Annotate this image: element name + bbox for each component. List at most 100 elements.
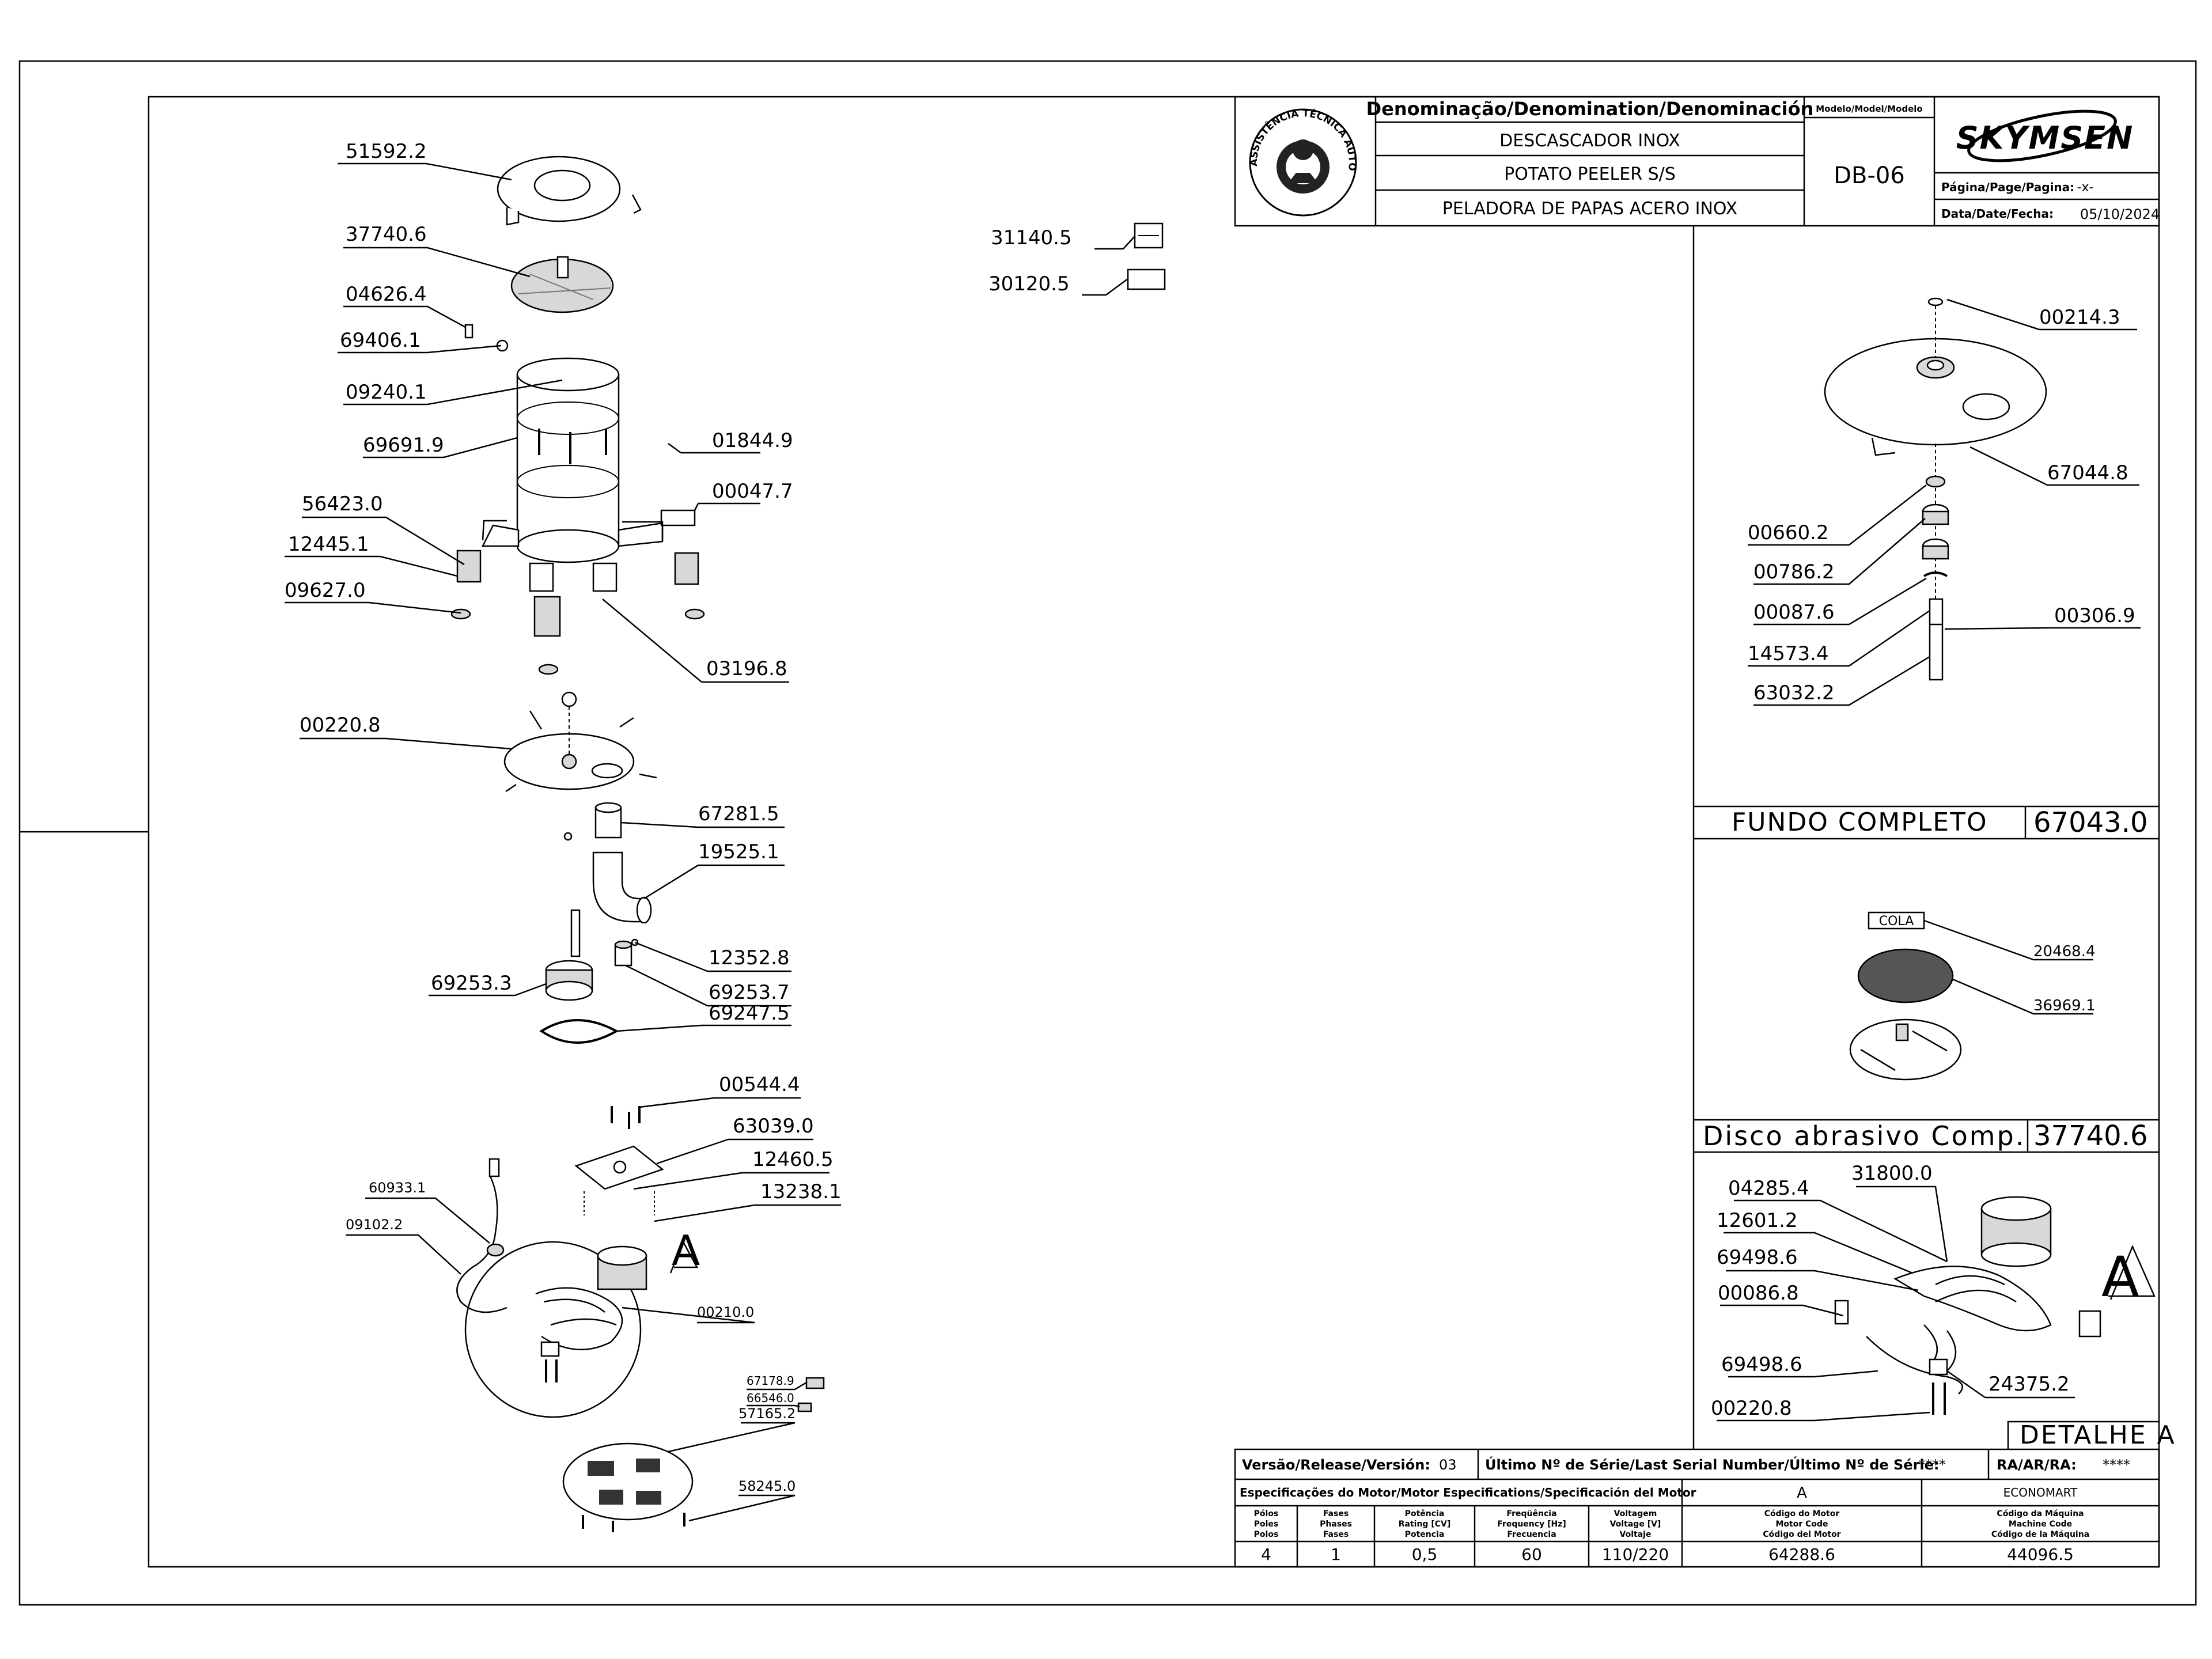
part-label: 36969.1 [2033,997,2096,1014]
page-label: Página/Page/Pagina: [1941,180,2074,194]
part-label: 00220.8 [300,714,381,737]
part-label: 69498.6 [1721,1353,1802,1376]
disco-code: 37740.6 [2033,1120,2148,1152]
part-label: 03196.8 [706,657,787,680]
spec-value: 60 [1521,1545,1542,1564]
part-label: 67281.5 [698,802,779,825]
part-label: 66546.0 [747,1391,794,1405]
part-label: 13238.1 [760,1180,842,1203]
version-label: Versão/Release/Versión: [1242,1457,1430,1473]
col-header: Frecuencia [1507,1530,1556,1539]
main-leaders [285,162,1135,1522]
col-header: Código del Motor [1763,1530,1840,1539]
spec-value: 4 [1261,1545,1271,1564]
denomination-header: Denominação/Denomination/Denominación [1366,98,1814,120]
brand-name: SKYMSEN [1956,120,2134,156]
part-label: 00306.9 [2054,604,2135,627]
part-label: 69253.7 [709,981,790,1004]
right-panels-frame [1692,226,2159,1449]
fundo-title: FUNDO COMPLETO [1732,808,1988,837]
machine-code-letter: ECONOMART [2003,1486,2078,1499]
col-header: Voltagem [1614,1509,1657,1518]
col-header: Fases [1323,1509,1349,1518]
part-label: 00047.7 [712,480,793,503]
part-label: 63039.0 [733,1115,814,1138]
part-label: 01844.9 [712,429,793,452]
model-header: Modelo/Model/Modelo [1816,104,1922,114]
date-value: 05/10/2024 [2080,206,2160,222]
part-label: 69498.6 [1717,1246,1798,1269]
disco-abrasivo-panel [1849,911,2093,1081]
name-en: POTATO PEELER S/S [1504,164,1676,184]
cola-label: COLA [1879,914,1914,929]
col-header: Polos [1254,1530,1279,1539]
col-header: Voltage [V] [1610,1520,1661,1529]
motor-spec-label: Especificações do Motor/Motor Especifica… [1240,1486,1696,1499]
date-label: Data/Date/Fecha: [1941,207,2054,221]
detalhe-leaders [1717,1185,2075,1422]
part-label: 60933.1 [369,1180,426,1196]
part-label: 12601.2 [1717,1209,1798,1232]
spec-value: 0,5 [1412,1545,1438,1564]
part-label: 67178.9 [747,1374,794,1388]
model-number: DB-06 [1834,162,1905,189]
part-label: 24375.2 [1988,1373,2070,1396]
version-value: 03 [1439,1457,1457,1473]
part-label: 19525.1 [698,840,779,863]
part-label: 00660.2 [1748,521,1829,544]
name-es: PELADORA DE PAPAS ACERO INOX [1442,199,1737,219]
part-label: 04285.4 [1728,1177,1809,1200]
part-label: 12460.5 [752,1148,834,1171]
part-label: 00086.8 [1718,1282,1799,1305]
disco-labels: COLA 20468.4 36969.1 Disco abrasivo Comp… [1703,914,2148,1152]
fundo-completo-panel [1824,297,2047,681]
serial-value: **** [1918,1457,1946,1473]
part-label: 09102.2 [346,1217,403,1233]
col-header: Freqüência [1506,1509,1556,1518]
part-label: 31800.0 [1851,1162,1933,1185]
part-label: 12352.8 [709,946,790,969]
col-header: Phases [1320,1520,1352,1529]
part-label: 69691.9 [363,434,444,457]
ra-label: RA/AR/RA: [1997,1457,2077,1473]
ra-value: **** [2103,1457,2130,1473]
part-label: 58245.0 [738,1478,796,1494]
main-part-labels: 51592.2 37740.6 04626.4 69406.1 09240.1 … [285,140,1072,1494]
fundo-code: 67043.0 [2033,806,2148,839]
col-header: Código da Máquina [1997,1509,2084,1518]
col-header: Potencia [1405,1530,1445,1539]
motor-code-letter: A [1797,1484,1807,1502]
col-header: Voltaje [1620,1530,1652,1539]
col-header: Rating [CV] [1399,1520,1451,1529]
part-label: 37740.6 [346,223,427,246]
col-header: Fases [1323,1530,1349,1539]
spec-value: 44096.5 [2007,1545,2074,1564]
main-exploded-view [450,156,1166,1532]
part-label: 69253.3 [431,972,512,995]
col-header: Motor Code [1775,1520,1828,1529]
part-label: 56423.0 [302,493,383,516]
spec-value: 1 [1331,1545,1341,1564]
part-label: 63032.2 [1753,681,1835,704]
detalhe-title: DETALHE A [2020,1421,2176,1450]
assistencia-seal-logo: ASSISTÊNCIA TÉCNICA AUTORIZADA [0,0,1358,217]
fundo-labels: 00214.3 67044.8 00660.2 00786.2 00087.6 … [1732,306,2148,839]
detail-marker: A [2101,1245,2139,1309]
spec-value: 64288.6 [1768,1545,1835,1564]
part-label: 00210.0 [697,1304,754,1320]
part-label: 20468.4 [2033,943,2096,960]
col-header: Potência [1405,1509,1445,1518]
part-label: 09627.0 [285,579,366,602]
spec-value: 110/220 [1602,1545,1669,1564]
part-label: 67044.8 [2047,461,2128,484]
spec-table: Versão/Release/Versión: 03 Último Nº de … [1234,1448,2160,1568]
detalhe-labels: 04285.4 31800.0 12601.2 69498.6 00086.8 … [1711,1162,2176,1450]
part-label: 04626.4 [346,283,427,306]
part-label: 12445.1 [288,533,369,556]
fundo-leaders [1748,298,2141,706]
part-label: 69247.5 [709,1002,790,1025]
detail-marker: A [672,1226,700,1275]
col-header: Pólos [1254,1509,1279,1518]
part-label: 00087.6 [1753,601,1835,624]
